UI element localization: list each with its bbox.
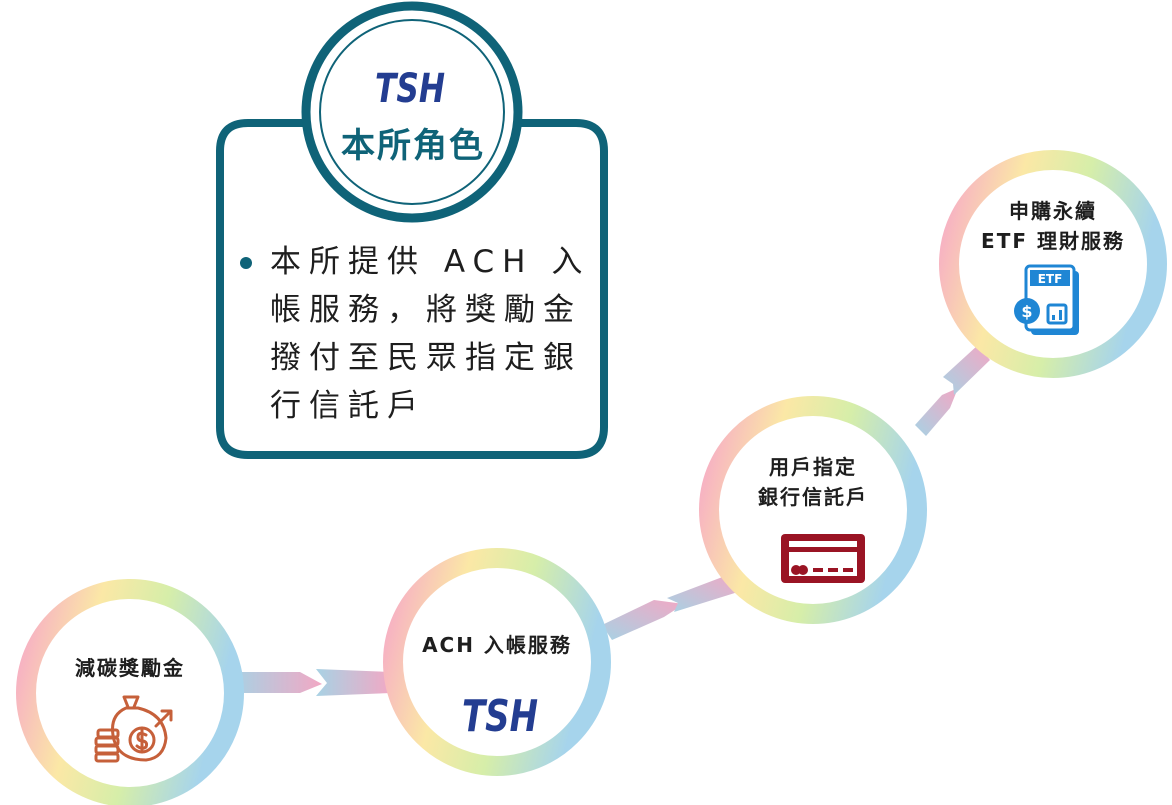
connector-3-4 [915,388,958,436]
bullet-dot-icon [240,257,252,269]
step-label-3: 用戶指定 銀行信託戶 [758,455,868,509]
role-bullet-list: 本所提供 ACH 入帳服務，將獎勵金撥付至民眾指定銀行信託戶 [236,238,596,430]
tsh-logo-icon: TSH [462,691,538,742]
etf-document-icon: ETF $ [1014,264,1079,335]
step-label-4: 申購永續 ETF 理財服務 [981,199,1125,253]
connector-1-2 [233,672,322,693]
role-badge [301,1,523,223]
connector-3-4-arrow [943,345,990,395]
step-ring-2 [383,548,611,776]
role-logo: TSH [375,66,445,112]
role-bullet: 本所提供 ACH 入帳服務，將獎勵金撥付至民眾指定銀行信託戶 [236,238,596,430]
step-ring-1 [16,579,244,805]
etf-badge: ETF [1038,272,1063,286]
money-bag-coins-icon [94,695,173,763]
role-title: 本所角色 [341,126,485,166]
credit-card-icon [781,534,865,583]
connector-2-3 [602,600,684,640]
svg-text:$: $ [1021,302,1032,321]
role-box [216,119,608,459]
step-label-2: ACH 入帳服務 [422,633,572,657]
step-label-1: 減碳獎勵金 [75,656,185,680]
connector-2-3-arrow [667,573,738,612]
step-ring-4 [939,150,1167,378]
role-badge-inner-ring [319,19,505,205]
connector-1-2-arrow [316,669,392,696]
role-bullet-text: 本所提供 ACH 入帳服務，將獎勵金撥付至民眾指定銀行信託戶 [270,244,591,424]
